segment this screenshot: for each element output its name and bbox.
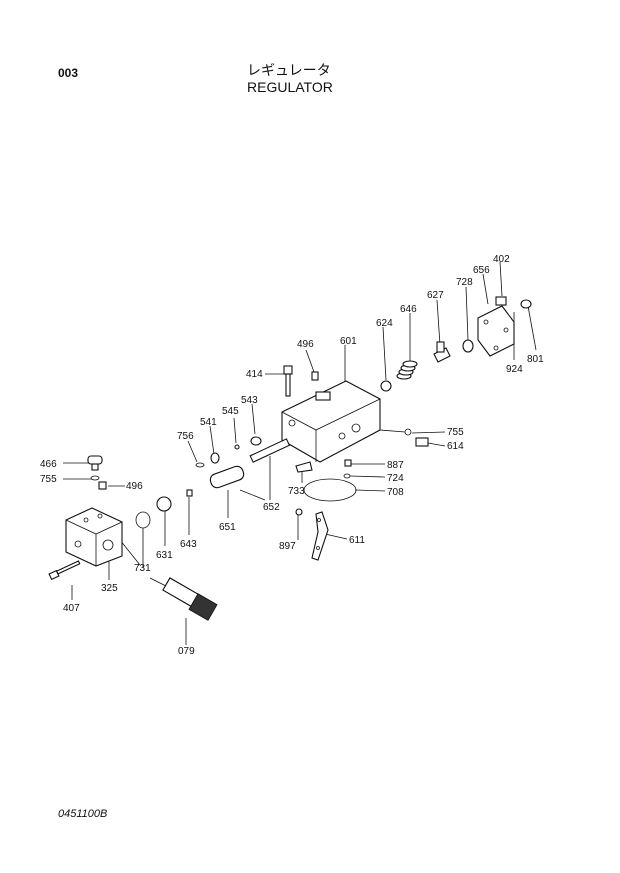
plate-733 <box>295 461 313 473</box>
part-label: 731 <box>134 563 151 574</box>
part-label: 601 <box>340 336 357 347</box>
plug-466 <box>87 455 103 471</box>
part-label: 624 <box>376 318 393 329</box>
plug-541 <box>210 452 220 464</box>
part-label: 627 <box>427 290 444 301</box>
part-label: 728 <box>456 277 473 288</box>
part-label: 708 <box>387 487 404 498</box>
pin-643 <box>186 489 193 497</box>
bolt-414 <box>283 365 293 397</box>
part-label: 614 <box>447 441 464 452</box>
spool-652 <box>249 438 291 463</box>
part-label: 407 <box>63 603 80 614</box>
part-label: 924 <box>506 364 523 375</box>
o-ring-728 <box>462 339 474 353</box>
block-325 <box>65 507 123 567</box>
o-ring-756 <box>195 462 205 468</box>
part-label: 652 <box>263 502 280 513</box>
part-label: 543 <box>241 395 258 406</box>
part-label: 887 <box>387 460 404 471</box>
part-label: 402 <box>493 254 510 265</box>
pin-545 <box>234 444 240 450</box>
o-ring-755-right <box>404 428 412 436</box>
bolt-407 <box>48 560 81 581</box>
part-label: 733 <box>288 486 305 497</box>
part-label: 466 <box>40 459 57 470</box>
washer-624 <box>380 380 392 392</box>
plug-496-left <box>98 481 107 490</box>
title-japanese: レギュレータ <box>247 62 331 78</box>
part-label: 325 <box>101 583 118 594</box>
cover-plate <box>477 296 532 357</box>
part-label: 414 <box>246 369 263 380</box>
o-ring-708 <box>303 478 357 502</box>
part-label: 897 <box>279 541 296 552</box>
part-label: 656 <box>473 265 490 276</box>
part-label: 496 <box>126 481 143 492</box>
plug-543 <box>250 436 262 446</box>
part-label: 631 <box>156 550 173 561</box>
part-label: 724 <box>387 473 404 484</box>
sleeve-651 <box>209 465 245 489</box>
part-label: 646 <box>400 304 417 315</box>
plug-614 <box>415 437 429 447</box>
page-number: 003 <box>58 66 79 80</box>
part-label: 545 <box>222 406 239 417</box>
plug-631 <box>156 496 172 512</box>
plug <box>433 341 451 363</box>
spring <box>396 360 418 380</box>
o-ring-755-left <box>90 475 100 481</box>
part-label: 541 <box>200 417 217 428</box>
pin-897 <box>295 508 303 516</box>
o-ring-724 <box>343 473 351 479</box>
part-label: 611 <box>349 535 365 546</box>
document-code: 0451100B <box>58 808 108 820</box>
plug-887 <box>344 459 352 467</box>
lever-611 <box>311 511 329 561</box>
solenoid-079 <box>149 577 218 621</box>
part-label: 079 <box>178 646 195 657</box>
part-label: 651 <box>219 522 236 533</box>
part-label: 756 <box>177 431 194 442</box>
title-english: REGULATOR <box>247 79 333 95</box>
plug-496-top <box>311 371 319 381</box>
o-ring-731 <box>135 511 151 529</box>
part-label: 755 <box>40 474 57 485</box>
part-label: 755 <box>447 427 464 438</box>
regulator-housing <box>281 380 406 463</box>
leader-lines <box>63 261 537 645</box>
part-label: 496 <box>297 339 314 350</box>
part-label: 801 <box>527 354 544 365</box>
part-label: 643 <box>180 539 197 550</box>
part-labels: 402 656 728 627 646 624 601 496 414 543 … <box>40 254 544 657</box>
